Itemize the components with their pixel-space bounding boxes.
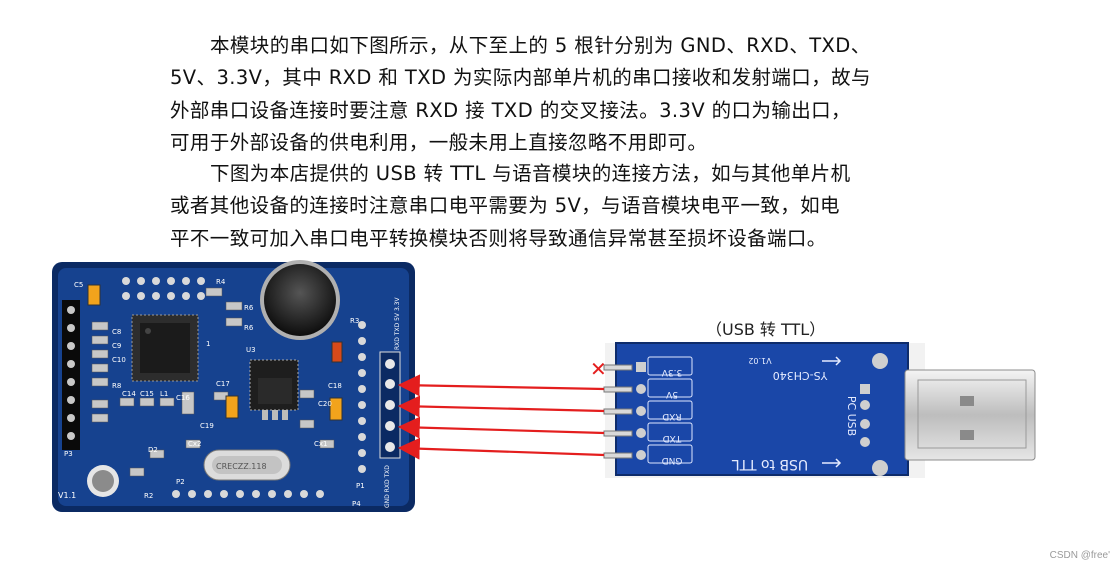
paragraph-line: 可用于外部设备的供电利用，一般未用上直接忽略不用即可。	[170, 131, 708, 155]
silk-r2: R2	[144, 492, 153, 500]
board-version: V1.02	[748, 356, 771, 365]
silk-cx1: Cx1	[314, 440, 327, 448]
silk-c17: C17	[216, 380, 230, 388]
silk-l1: L1	[160, 390, 168, 398]
usb-plug	[904, 369, 1036, 461]
silk-c14: C14	[122, 390, 136, 398]
silk-p2: P2	[176, 478, 185, 486]
pin-label-txd: TXD	[663, 433, 683, 443]
silk-c15: C15	[140, 390, 154, 398]
silk-c16: C16	[176, 394, 190, 402]
silk-c5: C5	[74, 281, 83, 289]
regulator-u3	[249, 359, 299, 420]
unused-pin-mark: ✕	[590, 357, 607, 381]
connection-arrows	[397, 374, 605, 460]
wire-gnd	[397, 437, 605, 460]
pin-label-5v: 5V	[665, 389, 678, 399]
usb-ttl-caption: （USB 转 TTL）	[706, 320, 826, 339]
pc-usb-label: PC USB	[845, 396, 858, 436]
paragraph-connection-method: 下图为本店提供的 USB 转 TTL 与语音模块的连接方法，如与其他单片机 或者…	[170, 158, 970, 255]
usb-ttl-board: 3.3V 5V RXD TXD GND YS-CH340 V1.02 USB t…	[603, 342, 1036, 478]
silk-p4: P4	[352, 500, 361, 508]
silk-c8: C8	[112, 328, 121, 336]
silk-d2: D2	[148, 446, 158, 454]
silk-c9: C9	[112, 342, 121, 350]
voice-module-serial-header	[379, 351, 401, 459]
header-p3	[62, 300, 80, 450]
paragraph-line: 下图为本店提供的 USB 转 TTL 与语音模块的连接方法，如与其他单片机	[210, 162, 851, 185]
paragraph-line: 5V、3.3V，其中 RXD 和 TXD 为实际内部单片机的串口接收和发射端口，…	[170, 66, 871, 90]
wire-5v	[397, 374, 605, 397]
silk-c18: C18	[328, 382, 342, 390]
microphone	[260, 260, 340, 340]
paragraph-line: 平不一致可加入串口电平转换模块否则将导致通信异常甚至损坏设备端口。	[170, 226, 827, 250]
paragraph-line: 外部串口设备连接时要注意 RXD 接 TXD 的交叉接法。3.3V 的口为输出口…	[170, 98, 851, 122]
silk-u3: U3	[246, 346, 256, 354]
silk-c19: C19	[200, 422, 214, 430]
silk-pin1: 1	[206, 340, 210, 348]
pin-label-3v3: 3.3V	[661, 367, 682, 377]
paragraph-line: 或者其他设备的连接时注意串口电平需要为 5V，与语音模块电平一致，如电	[170, 194, 840, 218]
voice-module-board: C5 R4 R6 R6 R3 U3 C17 C18 C20 C19 C16 C1…	[52, 260, 415, 512]
wire-txd-rxd	[397, 416, 605, 439]
pin-label-gnd: GND	[662, 455, 683, 465]
usb-ttl-pins	[603, 364, 633, 459]
silk-r8: R8	[112, 382, 121, 390]
crystal-oscillator	[203, 449, 291, 481]
silk-p1: P1	[356, 482, 365, 490]
paragraph-line: 本模块的串口如下图所示，从下至上的 5 根针分别为 GND、RXD、TXD、	[210, 34, 871, 57]
silk-r3: R3	[350, 317, 359, 325]
silk-p3: P3	[64, 450, 73, 458]
silk-c20: C20	[318, 400, 332, 408]
chip-name: YS-CH340	[773, 369, 829, 382]
silk-version: V1.1	[58, 491, 76, 500]
pin-label-rxd: RXD	[662, 411, 681, 421]
silk-c10: C10	[112, 356, 126, 364]
silk-r4: R4	[216, 278, 226, 286]
wire-rxd-txd	[397, 395, 605, 418]
silk-r6: R6	[244, 304, 254, 312]
silk-r1: R6	[244, 324, 254, 332]
silk-gnd-labels: GND RXD TXD	[384, 465, 391, 508]
paragraph-serial-pins: 本模块的串口如下图所示，从下至上的 5 根针分别为 GND、RXD、TXD、 5…	[170, 30, 970, 160]
watermark: CSDN @free'	[1049, 550, 1110, 561]
main-mcu-chip	[131, 314, 199, 382]
silk-cx2: Cx2	[188, 440, 201, 448]
silk-header-labels: RXD TXD 5V 3.3V	[394, 297, 401, 350]
crystal-label: CRECZZ.118	[216, 462, 267, 471]
board-title: USB to TTL	[732, 456, 809, 472]
